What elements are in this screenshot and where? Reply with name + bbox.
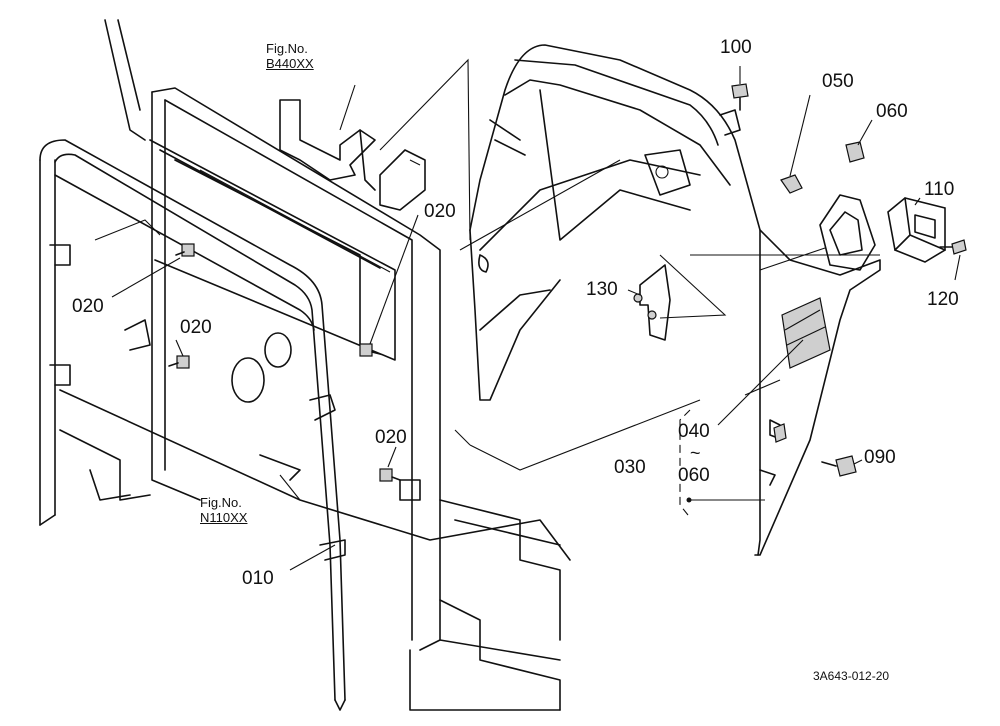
warning-decal-040	[781, 297, 831, 369]
part-label-050: 050	[822, 71, 854, 92]
lamp-110	[887, 197, 946, 263]
figure-ref-number: N110XX	[200, 509, 248, 525]
figure-ref-prefix: Fig.No.	[266, 41, 308, 56]
figure-ref-number: B440XX	[266, 55, 314, 71]
part-label-100: 100	[720, 37, 752, 58]
part-label-040: 040	[678, 421, 710, 442]
part-label-120: 120	[927, 289, 959, 310]
gauge-opening-left	[231, 357, 265, 403]
part-label-060: 060	[876, 101, 908, 122]
part-label-020-c: 020	[180, 317, 212, 338]
part-label-110: 110	[924, 179, 955, 200]
bracket-130	[639, 264, 671, 341]
part-label-030: 030	[614, 457, 646, 478]
clip-050	[780, 174, 803, 194]
screw-100	[731, 83, 749, 99]
part-label-090: 090	[864, 447, 896, 468]
part-label-130: 130	[586, 279, 618, 300]
part-label-020-a: 020	[424, 201, 456, 222]
bolts-020	[168, 243, 401, 482]
figure-ref-n110: Fig.No. N110XX	[200, 495, 248, 526]
front-frame-010	[39, 139, 421, 711]
figure-ref-prefix: Fig.No.	[200, 495, 242, 510]
part-label-010: 010	[242, 568, 274, 589]
part-label-020-b: 020	[72, 296, 104, 317]
bolt-090	[835, 455, 857, 477]
dashboard-assembly	[59, 19, 571, 711]
range-tilde: ~	[690, 443, 701, 463]
screw-120	[951, 239, 967, 255]
leader-lines	[94, 58, 961, 571]
part-label-020-d: 020	[375, 427, 407, 448]
figure-ref-b440: Fig.No. B440XX	[266, 41, 314, 72]
part-label-060-range: 060	[678, 465, 710, 486]
nut-060	[845, 141, 865, 163]
gauge-opening-right	[264, 332, 292, 368]
hood-panel	[469, 44, 881, 556]
drawing-code: 3A643-012-20	[813, 669, 890, 683]
